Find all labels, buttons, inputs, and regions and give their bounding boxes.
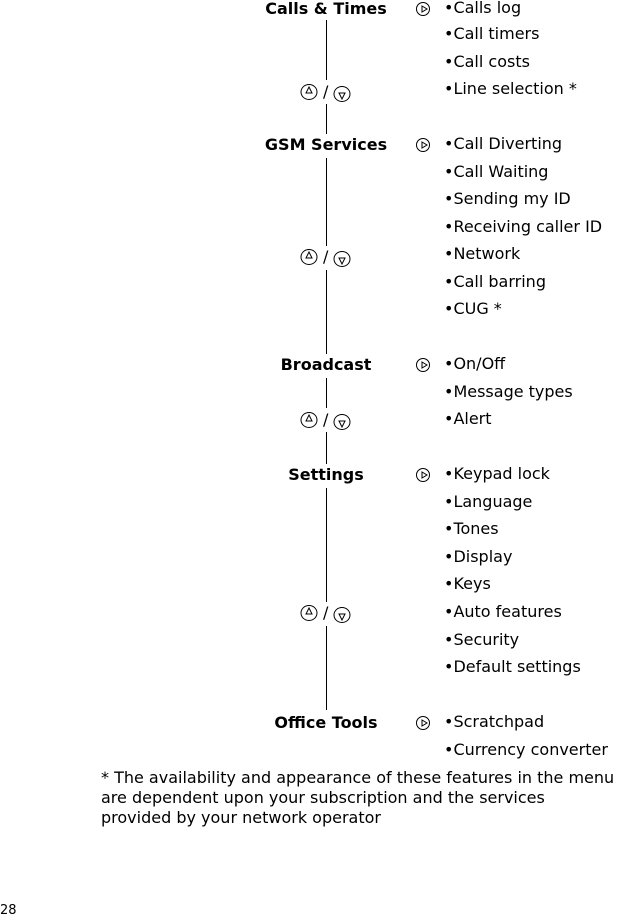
menu-item-display: •Display xyxy=(444,547,513,566)
right-key-icon xyxy=(416,2,430,16)
up-down-keys: / xyxy=(300,83,352,103)
menu-item-receiving-caller-id: •Receiving caller ID xyxy=(444,217,603,236)
nav-separator: / xyxy=(323,410,329,429)
section-title-calls-times: Calls & Times xyxy=(265,0,387,18)
right-key-icon xyxy=(416,138,430,152)
up-down-keys: / xyxy=(300,411,352,431)
section-title-office-tools: Office Tools xyxy=(274,713,378,732)
up-key-icon xyxy=(300,84,318,100)
connector-line xyxy=(326,270,327,354)
menu-item-sending-my-id: •Sending my ID xyxy=(444,189,571,208)
connector-line xyxy=(326,158,327,246)
menu-item-currency-converter: •Currency converter xyxy=(444,740,608,759)
up-key-icon xyxy=(300,249,318,265)
menu-item-cug: •CUG * xyxy=(444,299,502,318)
nav-separator: / xyxy=(323,247,329,266)
page-number: 28 xyxy=(0,903,17,918)
menu-item-keypad-lock: •Keypad lock xyxy=(444,464,550,483)
menu-item-line-selection: •Line selection * xyxy=(444,79,577,98)
right-key-icon xyxy=(416,358,430,372)
footnote: * The availability and appearance of the… xyxy=(101,768,615,827)
menu-item-call-costs: •Call costs xyxy=(444,52,530,71)
menu-item-call-barring: •Call barring xyxy=(444,272,546,291)
up-key-icon xyxy=(300,412,318,428)
menu-item-tones: •Tones xyxy=(444,519,499,538)
connector-line xyxy=(326,626,327,710)
menu-item-scratchpad: •Scratchpad xyxy=(444,712,545,731)
section-title-settings: Settings xyxy=(288,465,364,484)
up-down-keys: / xyxy=(300,604,352,624)
connector-line xyxy=(326,432,327,464)
up-down-keys: / xyxy=(300,248,352,268)
connector-line xyxy=(326,378,327,408)
menu-item-call-waiting: •Call Waiting xyxy=(444,162,549,181)
nav-separator: / xyxy=(323,603,329,622)
down-key-icon xyxy=(333,414,351,430)
up-key-icon xyxy=(300,605,318,621)
menu-item-network: •Network xyxy=(444,244,521,263)
menu-item-security: •Security xyxy=(444,630,520,649)
menu-item-keys: •Keys xyxy=(444,574,491,593)
menu-item-call-diverting: •Call Diverting xyxy=(444,134,563,153)
connector-line xyxy=(326,488,327,602)
menu-item-alert: •Alert xyxy=(444,409,492,428)
menu-item-default-settings: •Default settings xyxy=(444,657,581,676)
menu-item-on-off: •On/Off xyxy=(444,354,506,373)
connector-line xyxy=(326,104,327,134)
down-key-icon xyxy=(333,607,351,623)
menu-item-language: •Language xyxy=(444,492,533,511)
menu-item-message-types: •Message types xyxy=(444,382,573,401)
section-title-broadcast: Broadcast xyxy=(280,355,372,374)
right-key-icon xyxy=(416,716,430,730)
right-key-icon xyxy=(416,468,430,482)
section-title-gsm-services: GSM Services xyxy=(264,135,388,154)
menu-item-call-timers: •Call timers xyxy=(444,24,540,43)
menu-item-calls-log: •Calls log xyxy=(444,0,522,17)
connector-line xyxy=(326,20,327,80)
menu-item-auto-features: •Auto features xyxy=(444,602,562,621)
down-key-icon xyxy=(333,251,351,267)
nav-separator: / xyxy=(323,82,329,101)
down-key-icon xyxy=(333,86,351,102)
